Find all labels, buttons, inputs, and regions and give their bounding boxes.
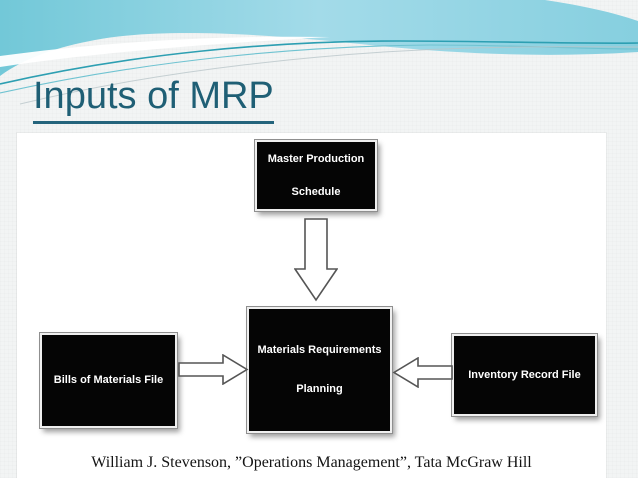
diagram-box-materials-requirements-planning: Materials Requirements Planning — [246, 306, 393, 434]
box-label-line: Planning — [296, 383, 343, 395]
wave-line-2 — [0, 44, 638, 94]
page-title: Inputs of MRP — [33, 75, 274, 124]
wave-line-1 — [0, 40, 638, 85]
diagram-box-inventory-record-file: Inventory Record File — [451, 333, 598, 417]
header-wave-art — [0, 0, 638, 105]
diagram-box-master-production-schedule: Master Production Schedule — [254, 139, 378, 212]
box-label-line: Bills of Materials File — [53, 374, 164, 386]
arrow-right-icon — [178, 354, 249, 385]
arrow-down-icon — [294, 218, 338, 302]
wave-main-shape — [0, 0, 638, 76]
arrow-left-icon — [392, 357, 453, 388]
wave-line-3 — [19, 46, 638, 105]
wave-white-swoosh — [0, 36, 330, 67]
diagram-box-bills-of-materials-file: Bills of Materials File — [39, 332, 178, 429]
box-label-line: Inventory Record File — [468, 368, 581, 381]
box-label-line: Master Production — [267, 152, 365, 165]
citation-text: William J. Stevenson, ”Operations Manage… — [91, 454, 532, 471]
box-label-line: Schedule — [291, 185, 341, 198]
box-label-line: Materials Requirements — [257, 344, 382, 356]
